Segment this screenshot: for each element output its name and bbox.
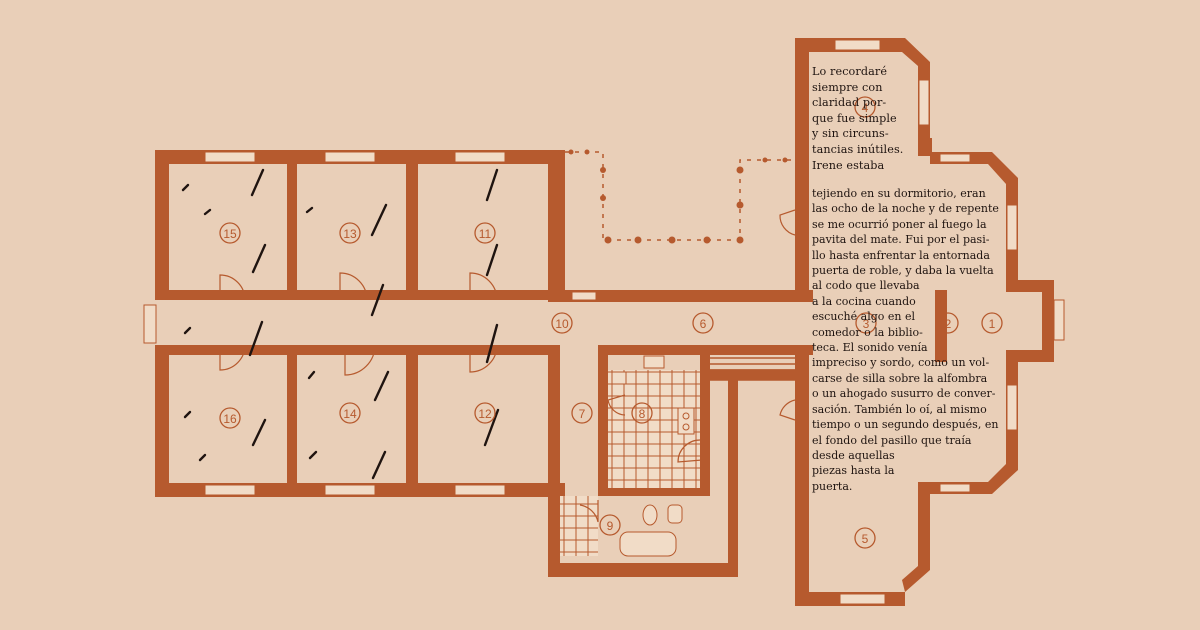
story-passage-body: tejiendo en su dormitorio, eran las ocho… bbox=[812, 186, 1022, 494]
passage-line: que fue simple bbox=[812, 111, 897, 125]
door-swings bbox=[219, 209, 796, 523]
room-markers bbox=[219, 96, 1003, 549]
room-number-15: 15 bbox=[223, 227, 237, 241]
room-marker-7 bbox=[571, 402, 593, 424]
passage-line: siempre con bbox=[812, 80, 883, 94]
room-number-1: 1 bbox=[989, 317, 996, 331]
room-number-5: 5 bbox=[862, 532, 869, 546]
passage-line: carse de silla sobre la alfombra bbox=[812, 371, 988, 385]
passage-line: las ocho de la noche y de repente bbox=[812, 202, 999, 216]
terrace-dashed-lines bbox=[565, 151, 795, 241]
passage-line: piezas hasta la bbox=[812, 464, 895, 478]
room-numbers: 1 2 3 4 5 6 7 8 9 10 11 12 13 14 15 16 bbox=[223, 101, 995, 546]
passage-line: tejiendo en su dormitorio, eran bbox=[812, 187, 986, 200]
passage-line: pavita del mate. Fui por el pasi- bbox=[812, 233, 990, 247]
room-marker-13 bbox=[339, 222, 361, 244]
passage-line: tiempo o un segundo después, en bbox=[812, 418, 999, 432]
passage-line: Lo recordaré bbox=[812, 65, 888, 78]
room-marker-15 bbox=[219, 222, 241, 244]
room-number-16: 16 bbox=[223, 412, 237, 426]
passage-line: claridad por- bbox=[812, 96, 887, 110]
passage-line: teca. El sonido venía bbox=[812, 341, 928, 355]
room-number-4: 4 bbox=[862, 101, 869, 115]
passage-line: sación. También lo oí, al mismo bbox=[812, 402, 987, 416]
room-number-9: 9 bbox=[607, 519, 614, 533]
room-number-14: 14 bbox=[343, 407, 357, 421]
passage-line: puerta de roble, y daba la vuelta bbox=[812, 264, 994, 278]
room-marker-9 bbox=[599, 514, 621, 536]
windows bbox=[143, 39, 1065, 605]
passage-line: tancias inútiles. bbox=[812, 142, 904, 156]
passage-line: impreciso y sordo, como un vol- bbox=[812, 356, 990, 370]
passage-line: y sin circuns- bbox=[812, 127, 889, 141]
room-marker-8 bbox=[631, 402, 653, 424]
passage-line: desde aquellas bbox=[812, 448, 895, 462]
passage-line: al codo que llevaba bbox=[812, 279, 920, 293]
room-marker-10 bbox=[551, 312, 573, 334]
room-marker-2 bbox=[937, 312, 959, 334]
furniture-strokes bbox=[181, 168, 500, 480]
room-marker-6 bbox=[692, 312, 714, 334]
room-number-6: 6 bbox=[700, 317, 707, 331]
room-marker-12 bbox=[474, 402, 496, 424]
room-number-2: 2 bbox=[945, 317, 952, 331]
room-marker-14 bbox=[339, 402, 361, 424]
room-number-12: 12 bbox=[478, 407, 492, 421]
passage-line: se me ocurrió poner al fuego la bbox=[812, 217, 987, 231]
room-marker-11 bbox=[474, 222, 496, 244]
room-marker-4 bbox=[854, 96, 876, 118]
bathroom-floor bbox=[560, 496, 683, 557]
room-number-8: 8 bbox=[639, 407, 646, 421]
room-number-11: 11 bbox=[479, 227, 492, 241]
room-marker-16 bbox=[219, 407, 241, 429]
passage-line: Irene estaba bbox=[812, 158, 885, 172]
passage-line: puerta. bbox=[812, 479, 853, 493]
room-number-10: 10 bbox=[555, 317, 569, 331]
room-marker-3 bbox=[855, 312, 877, 334]
room-marker-1 bbox=[981, 312, 1003, 334]
passage-line: el fondo del pasillo que traía bbox=[812, 433, 972, 447]
passage-line: comedor o la biblio- bbox=[812, 325, 923, 339]
room-number-7: 7 bbox=[579, 407, 586, 421]
passage-line: o un ahogado susurro de conver- bbox=[812, 387, 996, 401]
terrace-outline bbox=[568, 149, 788, 244]
passage-line: a la cocina cuando bbox=[812, 294, 916, 308]
story-passage-top: Lo recordaré siempre con claridad por- q… bbox=[812, 64, 924, 173]
room-number-13: 13 bbox=[343, 227, 357, 241]
room-marker-5 bbox=[854, 527, 876, 549]
pantry-slats bbox=[709, 351, 796, 381]
kitchen-floor bbox=[608, 355, 700, 488]
passage-line: escuché algo en el bbox=[812, 310, 916, 324]
room-number-3: 3 bbox=[863, 317, 870, 331]
passage-line: llo hasta enfrentar la entornada bbox=[812, 248, 990, 262]
